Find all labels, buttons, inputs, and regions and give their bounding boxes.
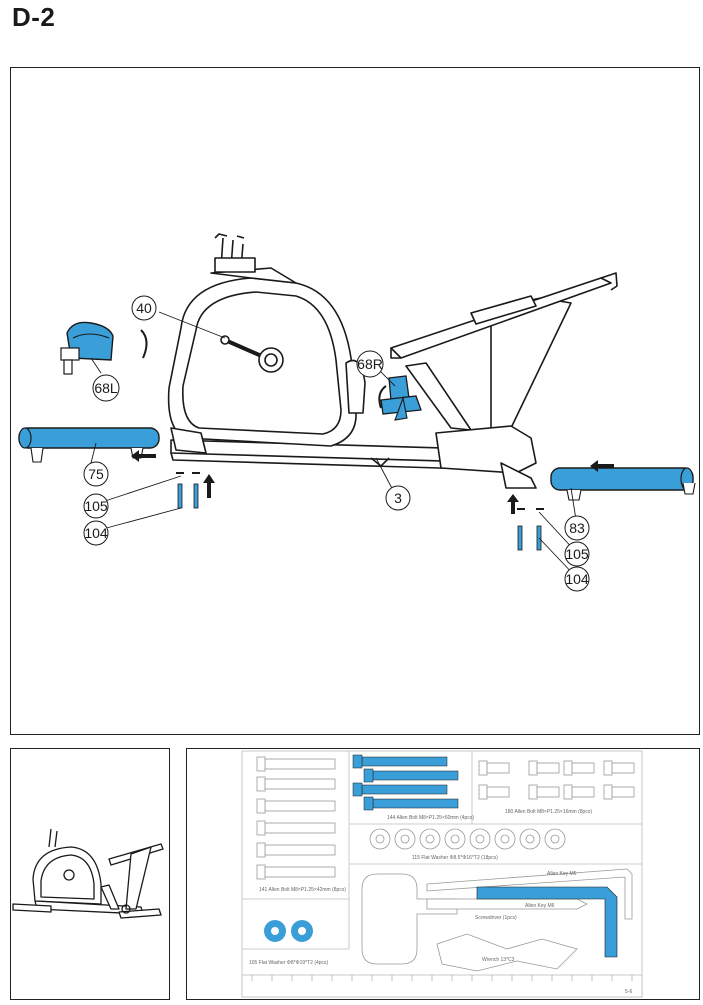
label-screwdriver: Screwdriver (1pcs) xyxy=(475,915,517,921)
bolts-180 xyxy=(478,760,635,800)
bolts-left xyxy=(176,472,200,509)
hardware-parts-panel: 141 Allen Bolt M8×P1.25×42mm (8pcs) 144 … xyxy=(186,748,700,1000)
callout-68r: 68R xyxy=(357,356,383,372)
assembled-preview xyxy=(12,828,164,919)
washers-115 xyxy=(369,828,566,850)
arrows xyxy=(131,329,614,514)
assembly-diagram: 40 68L 68R 75 105 104 3 83 105 104 xyxy=(18,233,696,592)
label-allen-small: Allen Key M6 xyxy=(547,871,577,877)
label-allen-large: Allen Key M6 xyxy=(525,903,555,909)
label-141: 141 Allen Bolt M8×P1.25×42mm (8pcs) xyxy=(259,887,346,893)
step-title: D-2 xyxy=(12,2,56,32)
hardware-parts: 141 Allen Bolt M8×P1.25×42mm (8pcs) 144 … xyxy=(241,750,643,998)
bolts-144 xyxy=(352,754,459,811)
sheet-page-number: 5-6 xyxy=(625,989,632,995)
wrench-tool xyxy=(361,873,588,972)
label-115: 115 Flat Washer Φ8.5*Φ16*T2 (18pcs) xyxy=(412,855,498,861)
label-wrench: Wrench 13*C3 xyxy=(482,957,515,963)
label-180: 180 Allen Bolt M8×P1.25×16mm (8pcs) xyxy=(505,809,592,815)
pedal-left xyxy=(60,321,114,375)
callout-83: 83 xyxy=(569,520,585,536)
callout-104-left: 104 xyxy=(84,525,108,541)
assembled-preview-panel xyxy=(10,748,170,1000)
callout-68l: 68L xyxy=(94,380,118,396)
bolts-right xyxy=(517,508,544,551)
callouts: 40 68L 68R 75 105 104 3 83 105 104 xyxy=(83,295,590,592)
assembly-diagram-panel: 40 68L 68R 75 105 104 3 83 105 104 xyxy=(10,67,700,735)
bolts-141 xyxy=(256,756,336,880)
callout-104-right: 104 xyxy=(565,571,589,587)
front-stabilizer xyxy=(18,427,160,463)
label-105: 105 Flat Washer Φ8*Φ19*T2 (4pcs) xyxy=(249,960,329,966)
callout-105-left: 105 xyxy=(84,498,108,514)
rear-stabilizer xyxy=(550,467,696,501)
callout-75: 75 xyxy=(88,466,104,482)
pedal-right xyxy=(380,375,422,421)
allen-key-small xyxy=(426,868,633,920)
allen-key-large xyxy=(476,886,618,958)
washers-105 xyxy=(264,920,313,942)
callout-105-right: 105 xyxy=(565,546,589,562)
callout-3: 3 xyxy=(394,490,402,506)
label-144: 144 Allen Bolt M8×P1.25×60mm (4pcs) xyxy=(387,815,474,821)
callout-40: 40 xyxy=(136,300,152,316)
